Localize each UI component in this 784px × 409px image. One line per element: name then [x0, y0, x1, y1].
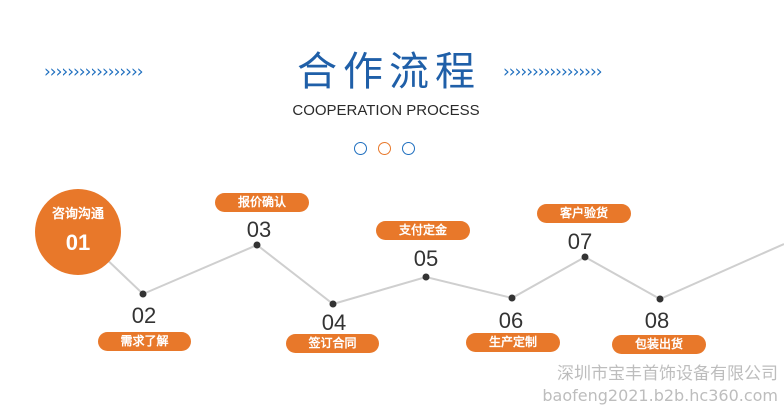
left-chevrons: ›››››››››››››››››	[44, 62, 144, 82]
step-03-badge: 报价确认	[215, 193, 309, 212]
node-06	[508, 294, 516, 302]
step-05-number: 05	[413, 246, 439, 271]
step-03-number: 03	[246, 217, 272, 242]
node-08	[656, 295, 664, 303]
watermark-url: baofeng2021.b2b.hc360.com	[542, 386, 778, 405]
node-05	[422, 273, 430, 281]
node-07	[581, 253, 589, 261]
step-07-badge: 客户验货	[537, 204, 631, 223]
step-01-label: 咨询沟通	[51, 207, 104, 222]
node-03	[253, 241, 261, 249]
dot-blue-right	[402, 142, 415, 155]
step-01-circle: 咨询沟通 01	[35, 189, 121, 275]
step-02-badge: 需求了解	[98, 332, 191, 351]
dot-orange	[378, 142, 391, 155]
node-04	[329, 300, 337, 308]
watermark-company: 深圳市宝丰首饰设备有限公司	[557, 364, 778, 384]
page-subtitle: COOPERATION PROCESS	[292, 102, 480, 119]
step-04-badge: 签订合同	[286, 334, 379, 353]
step-06-number: 06	[498, 308, 524, 333]
step-06-badge: 生产定制	[466, 333, 560, 352]
step-07-number: 07	[567, 229, 593, 254]
step-08-badge: 包装出货	[612, 335, 706, 354]
step-04-number: 04	[321, 310, 347, 335]
decor-dots	[354, 142, 418, 158]
dot-blue-left	[354, 142, 367, 155]
node-02	[139, 290, 147, 298]
step-05-badge: 支付定金	[376, 221, 470, 240]
watermark: 深圳市宝丰首饰设备有限公司 baofeng2021.b2b.hc360.com	[466, 364, 778, 406]
page-title: 合作流程	[297, 49, 481, 95]
step-08-number: 08	[644, 308, 670, 333]
step-01-number: 01	[65, 230, 91, 255]
step-02-number: 02	[131, 303, 157, 328]
right-chevrons: ›››››››››››››››››	[503, 62, 603, 82]
